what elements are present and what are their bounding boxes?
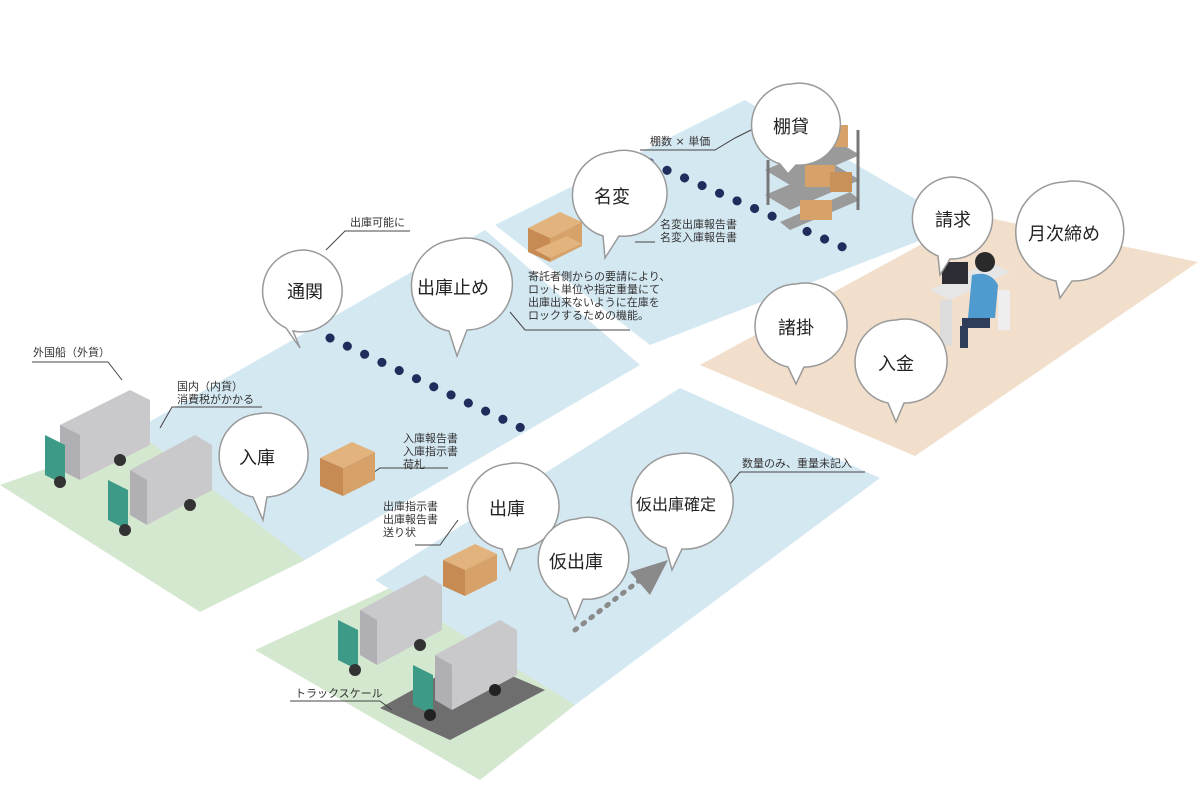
lock-description-note: 寄託者側からの要請により、 ロット単位や指定重量にて 出庫出来ないように在庫を … [528, 270, 671, 322]
meihen-bubble: 名変 [567, 149, 668, 261]
tanagashi-bubble: 棚貸 [748, 82, 842, 176]
seikyu-bubble: 請求 [910, 175, 996, 278]
dotted-arrow-line [572, 577, 643, 633]
nyuko-bubble: 入庫 [213, 412, 309, 523]
dotted-line-upper [627, 150, 850, 253]
truck-scale-label: トラックスケール [295, 687, 383, 700]
dotted-line-inbound [325, 333, 535, 437]
truck-domestic-icon [108, 435, 212, 536]
getsuji-label: 月次締め [1028, 224, 1100, 245]
cargo-box-nyuko-icon [320, 442, 375, 496]
meihen-docs-note: 名変出庫報告書 名変入庫報告書 [660, 218, 737, 244]
kari-shukko-bubble: 仮出庫 [533, 516, 630, 622]
kari-shukko-label: 仮出庫 [549, 552, 603, 573]
shukko-tome-label: 出庫止め [417, 278, 489, 299]
meihen-label: 名変 [594, 187, 630, 208]
gaikokusen-note: 外国船（外貨） [33, 346, 110, 359]
cargo-box-meihen-icon [528, 212, 582, 262]
truck-outbound-icon [338, 575, 442, 676]
kari-note: 数量のみ、重量未記入 [742, 457, 852, 470]
shukko-kano-note: 出庫可能に [350, 216, 405, 229]
tsukan-label: 通関 [287, 282, 323, 303]
getsuji-bubble: 月次締め [1012, 180, 1125, 300]
shukko-label: 出庫 [489, 499, 525, 520]
shukko-tome-bubble: 出庫止め [405, 237, 514, 359]
shukko-bubble: 出庫 [462, 462, 560, 573]
nyukin-label: 入金 [878, 354, 914, 375]
tanagashi-label: 棚貸 [773, 117, 809, 138]
tsukan-bubble: 通関 [261, 248, 348, 349]
shokake-label: 諸掛 [778, 318, 814, 339]
seikyu-label: 請求 [935, 210, 971, 231]
shokake-bubble: 諸掛 [752, 282, 848, 386]
kokunai-note: 国内（内貨） 消費税がかかる [177, 380, 254, 406]
kari-kakutei-label: 仮出庫確定 [635, 495, 716, 514]
arrow-head-icon [630, 560, 668, 595]
kari-kakutei-bubble: 仮出庫確定 [626, 452, 734, 573]
nyuko-docs-note: 入庫報告書 入庫指示書 荷札 [403, 432, 458, 471]
nyukin-bubble: 入金 [852, 318, 948, 424]
office-worker-icon [930, 252, 1010, 348]
truck-on-scale-icon [413, 620, 517, 721]
shukko-docs-note: 出庫指示書 出庫報告書 送り状 [383, 500, 438, 539]
cargo-box-shukko-icon [443, 544, 497, 596]
nyuko-label: 入庫 [239, 448, 275, 469]
tana-formula-note: 棚数 × 単価 [650, 135, 711, 148]
truck-foreign-icon [45, 390, 150, 488]
